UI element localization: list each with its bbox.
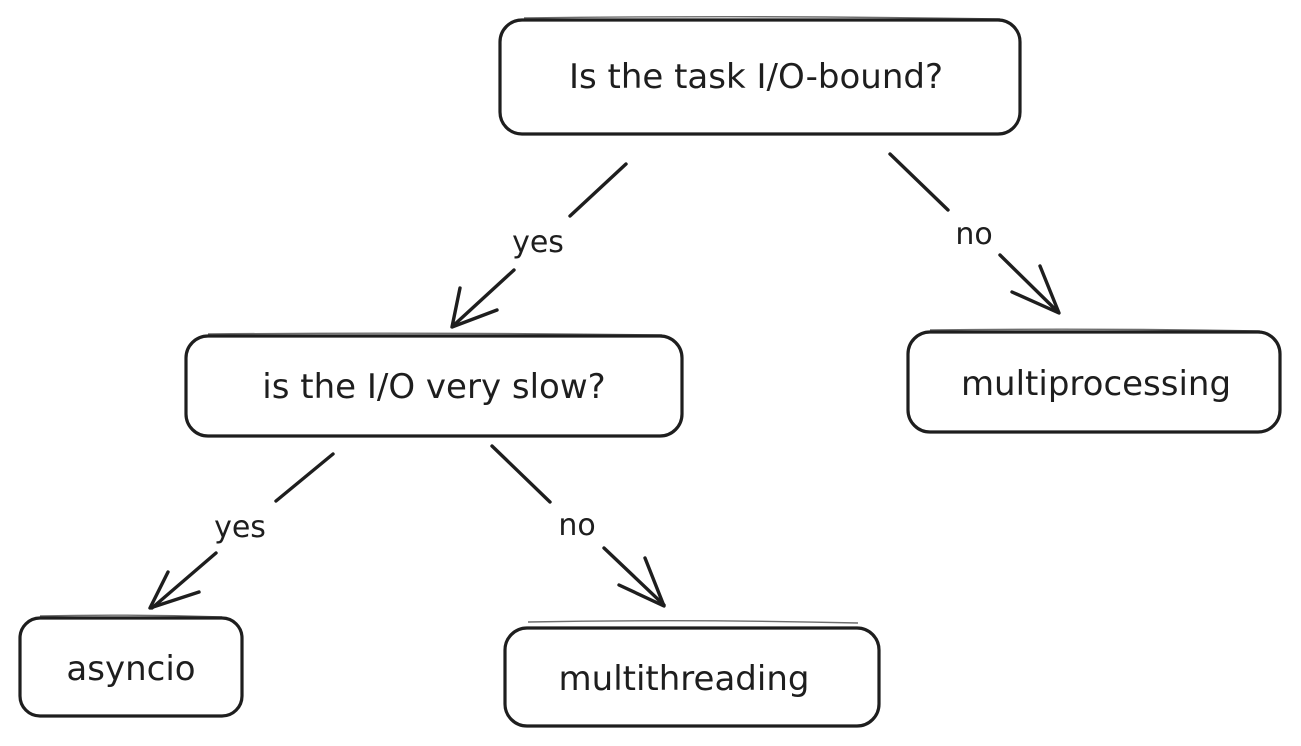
node-label: Is the task I/O-bound? [569, 57, 943, 97]
edge-io-bound-no: no [888, 152, 1061, 315]
node-box [18, 616, 244, 718]
edge-line [274, 452, 335, 503]
node-box [503, 626, 881, 728]
node-label: asyncio [66, 649, 195, 689]
node-multithreading: multithreading [503, 620, 881, 728]
node-multiprocessing: multiprocessing [906, 328, 1282, 434]
edge-io-slow-yes: yes [148, 452, 335, 610]
arrowhead-icon [617, 556, 666, 608]
node-box-sketch [39, 614, 223, 618]
arrowhead-icon [1010, 264, 1061, 315]
node-box-sketch [929, 328, 1261, 332]
edge-io-bound-yes: yes [450, 162, 628, 329]
node-label: multithreading [559, 659, 810, 699]
edge-label-no: no [955, 217, 992, 252]
edge-line [568, 162, 628, 218]
node-box [906, 330, 1282, 434]
edge-line [150, 551, 218, 610]
edge-label-no: no [558, 508, 595, 543]
node-io-slow: is the I/O very slow? [184, 332, 684, 438]
node-box [498, 18, 1022, 136]
edge-line [888, 152, 950, 212]
node-box-sketch [523, 16, 1001, 20]
node-box-sketch [527, 620, 859, 624]
edge-line [602, 546, 666, 607]
node-label: multiprocessing [961, 364, 1231, 404]
edge-line [452, 268, 516, 327]
edge-label-yes: yes [512, 225, 564, 260]
node-asyncio: asyncio [18, 614, 244, 718]
node-io-bound: Is the task I/O-bound? [498, 16, 1022, 136]
arrowhead-icon [148, 570, 201, 610]
edge-io-slow-no: no [490, 444, 666, 608]
node-box [184, 334, 684, 438]
node-label: is the I/O very slow? [262, 367, 605, 407]
edge-label-yes: yes [214, 510, 266, 545]
edge-line [998, 253, 1060, 314]
edge-line [490, 444, 552, 504]
arrowhead-icon [450, 286, 499, 329]
node-box-sketch [207, 332, 663, 336]
